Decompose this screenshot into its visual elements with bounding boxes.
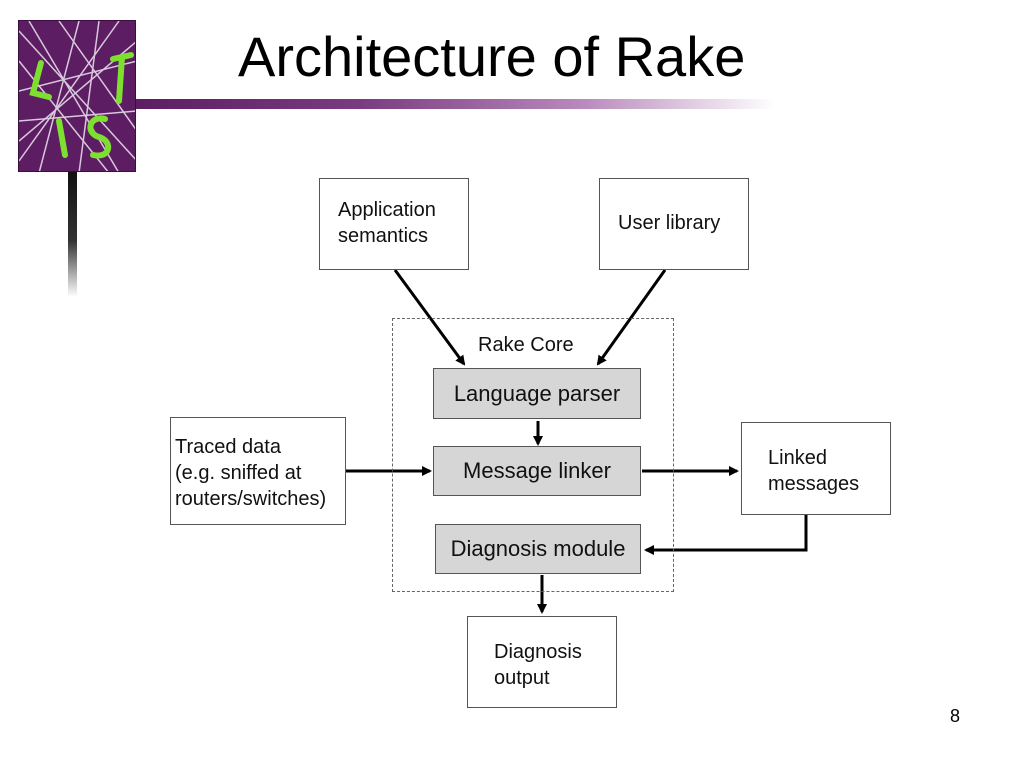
arrow-semantics-to-parser [393, 269, 466, 366]
application-semantics-box: Application semantics [319, 178, 469, 270]
language-parser-box: Language parser [433, 368, 641, 419]
arrow-library-to-parser [596, 269, 667, 366]
title-underline-bar [136, 99, 776, 109]
diagnosis-module-box: Diagnosis module [435, 524, 641, 574]
rake-core-frame [392, 318, 674, 592]
user-library-label: User library [618, 212, 721, 234]
traced-data-box: Traced data (e.g. sniffed at routers/swi… [170, 417, 346, 525]
traced-data-line-2: (e.g. sniffed at [175, 462, 302, 484]
list-logo [18, 20, 136, 172]
diagnosis-output-box: Diagnosis output [467, 616, 617, 708]
page-number: 8 [950, 706, 961, 726]
diagnosis-output-line-2: output [494, 667, 550, 689]
traced-data-line-3: routers/switches) [175, 488, 327, 510]
arrow-linked-to-diagnosis [644, 515, 808, 555]
linked-messages-line-1: Linked [768, 447, 827, 469]
diagnosis-output-line-1: Diagnosis [494, 641, 582, 663]
logo-graphic [19, 21, 135, 171]
message-linker-box: Message linker [433, 446, 641, 496]
rake-core-label: Rake Core [478, 334, 574, 356]
application-semantics-line-2: semantics [338, 225, 429, 247]
traced-data-line-1: Traced data [175, 436, 281, 458]
user-library-box: User library [599, 178, 749, 270]
slide-title: Architecture of Rake [238, 25, 746, 88]
linked-messages-box: Linked messages [741, 422, 891, 515]
vertical-accent-bar [68, 172, 77, 297]
linked-messages-line-2: messages [768, 473, 860, 495]
application-semantics-line-1: Application [338, 199, 436, 221]
